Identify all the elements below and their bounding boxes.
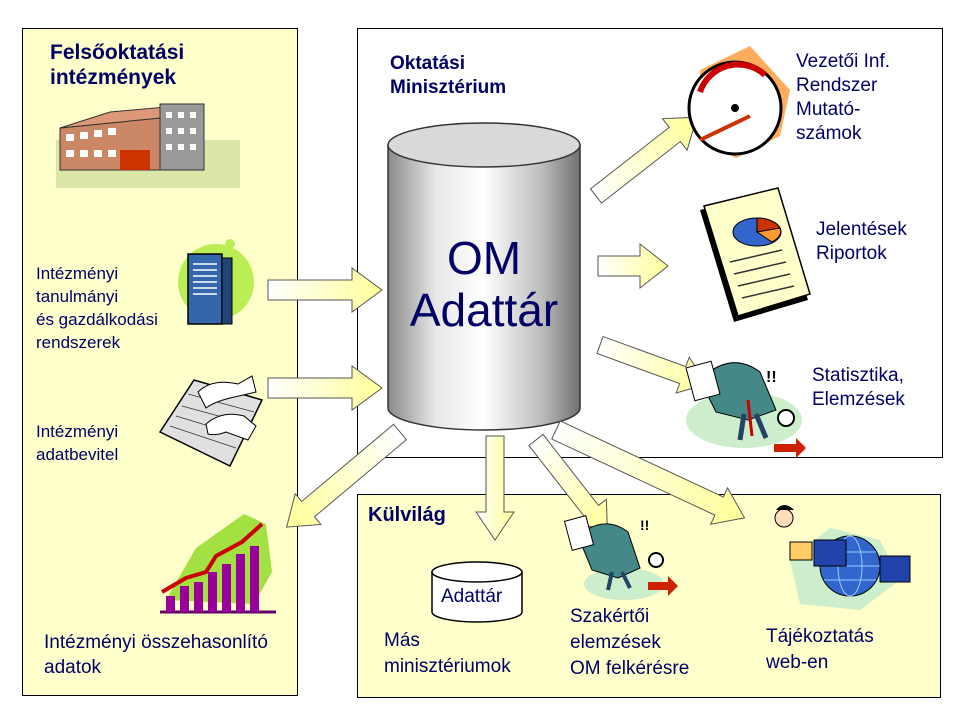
- om-database-label-line1: OM: [446, 232, 522, 284]
- building-icon: [56, 103, 240, 188]
- arrow-db-to-reports: [597, 242, 669, 290]
- statistics-label-line2: Elemzések: [812, 389, 905, 410]
- arrow-db-to-compare: [285, 423, 408, 528]
- systems-label-line4: rendszerek: [36, 333, 121, 352]
- arrow-db-to-external-db: [475, 435, 515, 541]
- external-database-cylinder: [431, 561, 523, 623]
- web-info-label-line2: web-en: [766, 652, 829, 673]
- ministry-title-line2: Minisztérium: [390, 77, 507, 98]
- web-info-label-line1: Tájékoztatás: [766, 626, 874, 647]
- institutions-title-line1: Felsőoktatási: [50, 41, 185, 64]
- data-input-label: Intézményi adatbevitel: [36, 420, 118, 466]
- ministry-title: Oktatási Minisztérium: [390, 52, 506, 100]
- vir-label-line4: számok: [796, 123, 862, 144]
- systems-label: Intézményi tanulmányi és gazdálkodási re…: [36, 262, 158, 354]
- ministry-title-line1: Oktatási: [390, 53, 465, 74]
- reports-label: Jelentések Riportok: [816, 218, 907, 266]
- institutions-title-line2: intézmények: [50, 66, 177, 89]
- external-world-title: Külvilág: [368, 504, 446, 526]
- systems-label-line1: Intézményi: [36, 264, 119, 283]
- keyboard-hands-icon: [158, 375, 264, 468]
- reports-label-line1: Jelentések: [816, 219, 907, 240]
- external-database-label: Adattár: [441, 586, 503, 607]
- data-input-label-line2: adatbevitel: [36, 445, 119, 464]
- institutions-title: Felsőoktatási intézmények: [50, 40, 184, 90]
- svg-text:!!: !!: [640, 517, 649, 533]
- expert-analysis-label-line3: OM felkérésre: [570, 658, 690, 679]
- reports-label-line2: Riportok: [816, 243, 887, 264]
- om-database-label-line2: Adattár: [409, 284, 559, 336]
- web-info-label: Tájékoztatás web-en: [766, 624, 874, 676]
- other-ministries-label-line2: minisztériumok: [384, 656, 511, 677]
- web-info-icon: [774, 505, 911, 610]
- expert-analyst-icon: !!: [563, 515, 678, 600]
- expert-analysis-label-line2: elemzések: [570, 632, 661, 653]
- om-database-label: OM Adattár: [388, 232, 580, 336]
- statistics-label-line1: Statisztika,: [812, 365, 904, 386]
- expert-analysis-label: Szakértői elemzések OM felkérésre: [570, 604, 689, 682]
- report-pie-icon: [700, 187, 811, 322]
- server-icon: [178, 239, 254, 325]
- comparison-label-line2: adatok: [44, 657, 102, 678]
- analyst-magnifier-icon: !!: [685, 360, 806, 458]
- gauge-icon: [687, 46, 790, 158]
- comparison-label: Intézményi összehasonlító adatok: [44, 630, 268, 680]
- data-input-label-line1: Intézményi: [36, 422, 119, 441]
- om-database-cylinder: [387, 122, 581, 431]
- statistics-label: Statisztika, Elemzések: [812, 364, 905, 412]
- expert-analysis-label-line1: Szakértői: [570, 606, 650, 627]
- arrow-db-to-vir: [589, 116, 698, 204]
- arrow-systems-to-db: [267, 267, 383, 313]
- arrow-db-to-web: [551, 420, 746, 525]
- vir-label: Vezetői Inf. Rendszer Mutató- számok: [796, 50, 890, 146]
- systems-label-line2: tanulmányi: [36, 287, 119, 306]
- vir-label-line1: Vezetői Inf.: [796, 51, 891, 72]
- other-ministries-label-line1: Más: [384, 630, 420, 651]
- arrow-input-to-db: [267, 365, 383, 411]
- systems-label-line3: és gazdálkodási: [36, 310, 158, 329]
- vir-label-line3: Mutató-: [796, 99, 861, 120]
- svg-text:!!: !!: [766, 369, 777, 386]
- vir-label-line2: Rendszer: [796, 75, 878, 96]
- other-ministries-label: Más minisztériumok: [384, 628, 511, 680]
- growth-bar-chart-icon: [160, 514, 276, 614]
- comparison-label-line1: Intézményi összehasonlító: [44, 632, 268, 653]
